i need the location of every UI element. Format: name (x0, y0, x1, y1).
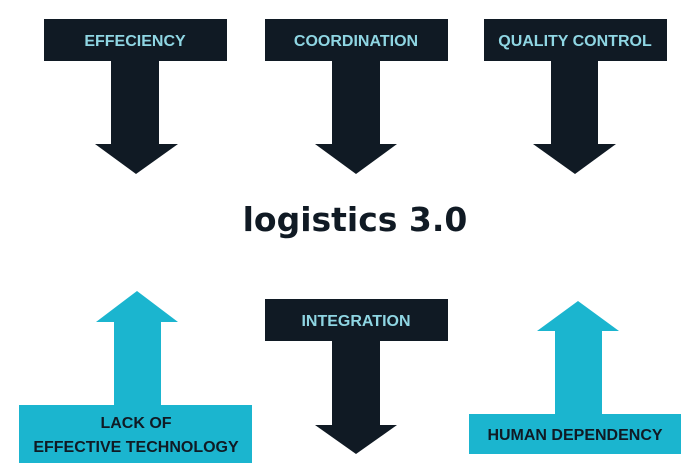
diagram-title: logistics 3.0 (243, 200, 468, 239)
label-lack-of-line2: EFFECTIVE TECHNOLOGY (33, 439, 239, 456)
label-human-dependency: HUMAN DEPENDENCY (487, 427, 662, 444)
label-lack-of-line1: LACK OF (100, 415, 171, 432)
arrow-effeciency: EFFECIENCY (44, 19, 227, 174)
label-effeciency: EFFECIENCY (84, 33, 186, 50)
arrow-coordination: COORDINATION (265, 19, 448, 174)
label-quality-control: QUALITY CONTROL (498, 33, 652, 50)
arrow-integration: INTEGRATION (265, 299, 448, 454)
label-coordination: COORDINATION (294, 33, 418, 50)
arrow-human-dependency: HUMAN DEPENDENCY (469, 301, 681, 454)
arrow-lack-of-effective-technology: LACK OF EFFECTIVE TECHNOLOGY (19, 291, 252, 463)
arrow-quality-control: QUALITY CONTROL (484, 19, 667, 174)
label-integration: INTEGRATION (301, 313, 410, 330)
